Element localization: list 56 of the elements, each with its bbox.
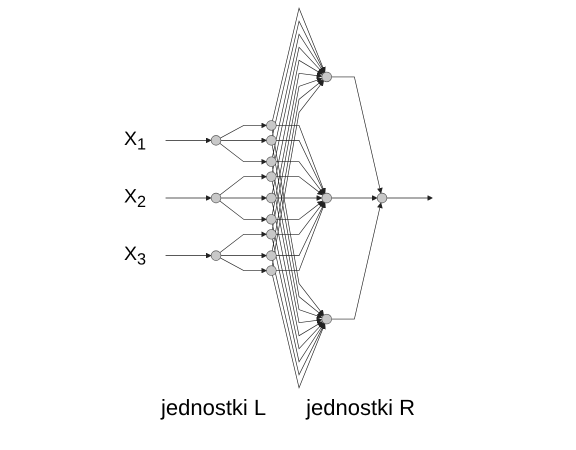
arrow [272, 202, 323, 336]
node-circle [266, 134, 277, 146]
node-text: X$_{3}$ [124, 242, 146, 268]
arrow [220, 122, 267, 138]
arrow [276, 200, 324, 220]
arrow [276, 202, 325, 256]
arrow [331, 202, 383, 319]
arrow [165, 137, 212, 143]
layer-caption: jednostki L [160, 395, 266, 421]
node-circle [210, 192, 222, 203]
arrow [331, 76, 383, 193]
arrow [220, 194, 267, 200]
arrow [272, 274, 326, 388]
arrow [220, 257, 267, 273]
node-circle [322, 192, 332, 203]
arrow [272, 223, 324, 349]
node-circle [266, 250, 277, 260]
arrow [165, 194, 212, 200]
arrow [220, 200, 267, 222]
arrow [331, 194, 378, 200]
arrow [220, 173, 267, 195]
node-circle [322, 313, 332, 324]
arrow [276, 176, 324, 195]
arrow [276, 194, 322, 200]
layer-caption: jednostki R [306, 395, 416, 421]
node-circle [210, 250, 222, 260]
node-circle [376, 192, 388, 203]
arrow [276, 160, 324, 194]
node-circle [266, 156, 277, 166]
arrow [272, 238, 324, 362]
arrow [272, 260, 325, 376]
arrow [272, 32, 324, 157]
arrow [276, 201, 324, 234]
node-circle [266, 170, 277, 182]
arrow [220, 252, 267, 258]
arrow [272, 46, 324, 172]
node-text: X$_{1}$ [124, 127, 146, 153]
arrow [220, 230, 267, 252]
node-circle [266, 120, 277, 130]
arrow [276, 202, 326, 270]
arrow [272, 20, 325, 136]
node-circle [266, 264, 277, 276]
arrow [272, 59, 323, 194]
node-circle [322, 71, 332, 82]
arrow [276, 140, 325, 194]
arrow [276, 124, 326, 194]
node-text: X$_{2}$ [124, 184, 146, 210]
arrow [165, 252, 212, 258]
node-circle [266, 192, 277, 203]
arrow [386, 194, 433, 200]
arrow [220, 142, 267, 164]
node-circle [210, 134, 222, 146]
node-circle [266, 228, 277, 239]
arrow [220, 137, 267, 143]
arrow [272, 6, 326, 120]
node-circle [266, 214, 277, 224]
